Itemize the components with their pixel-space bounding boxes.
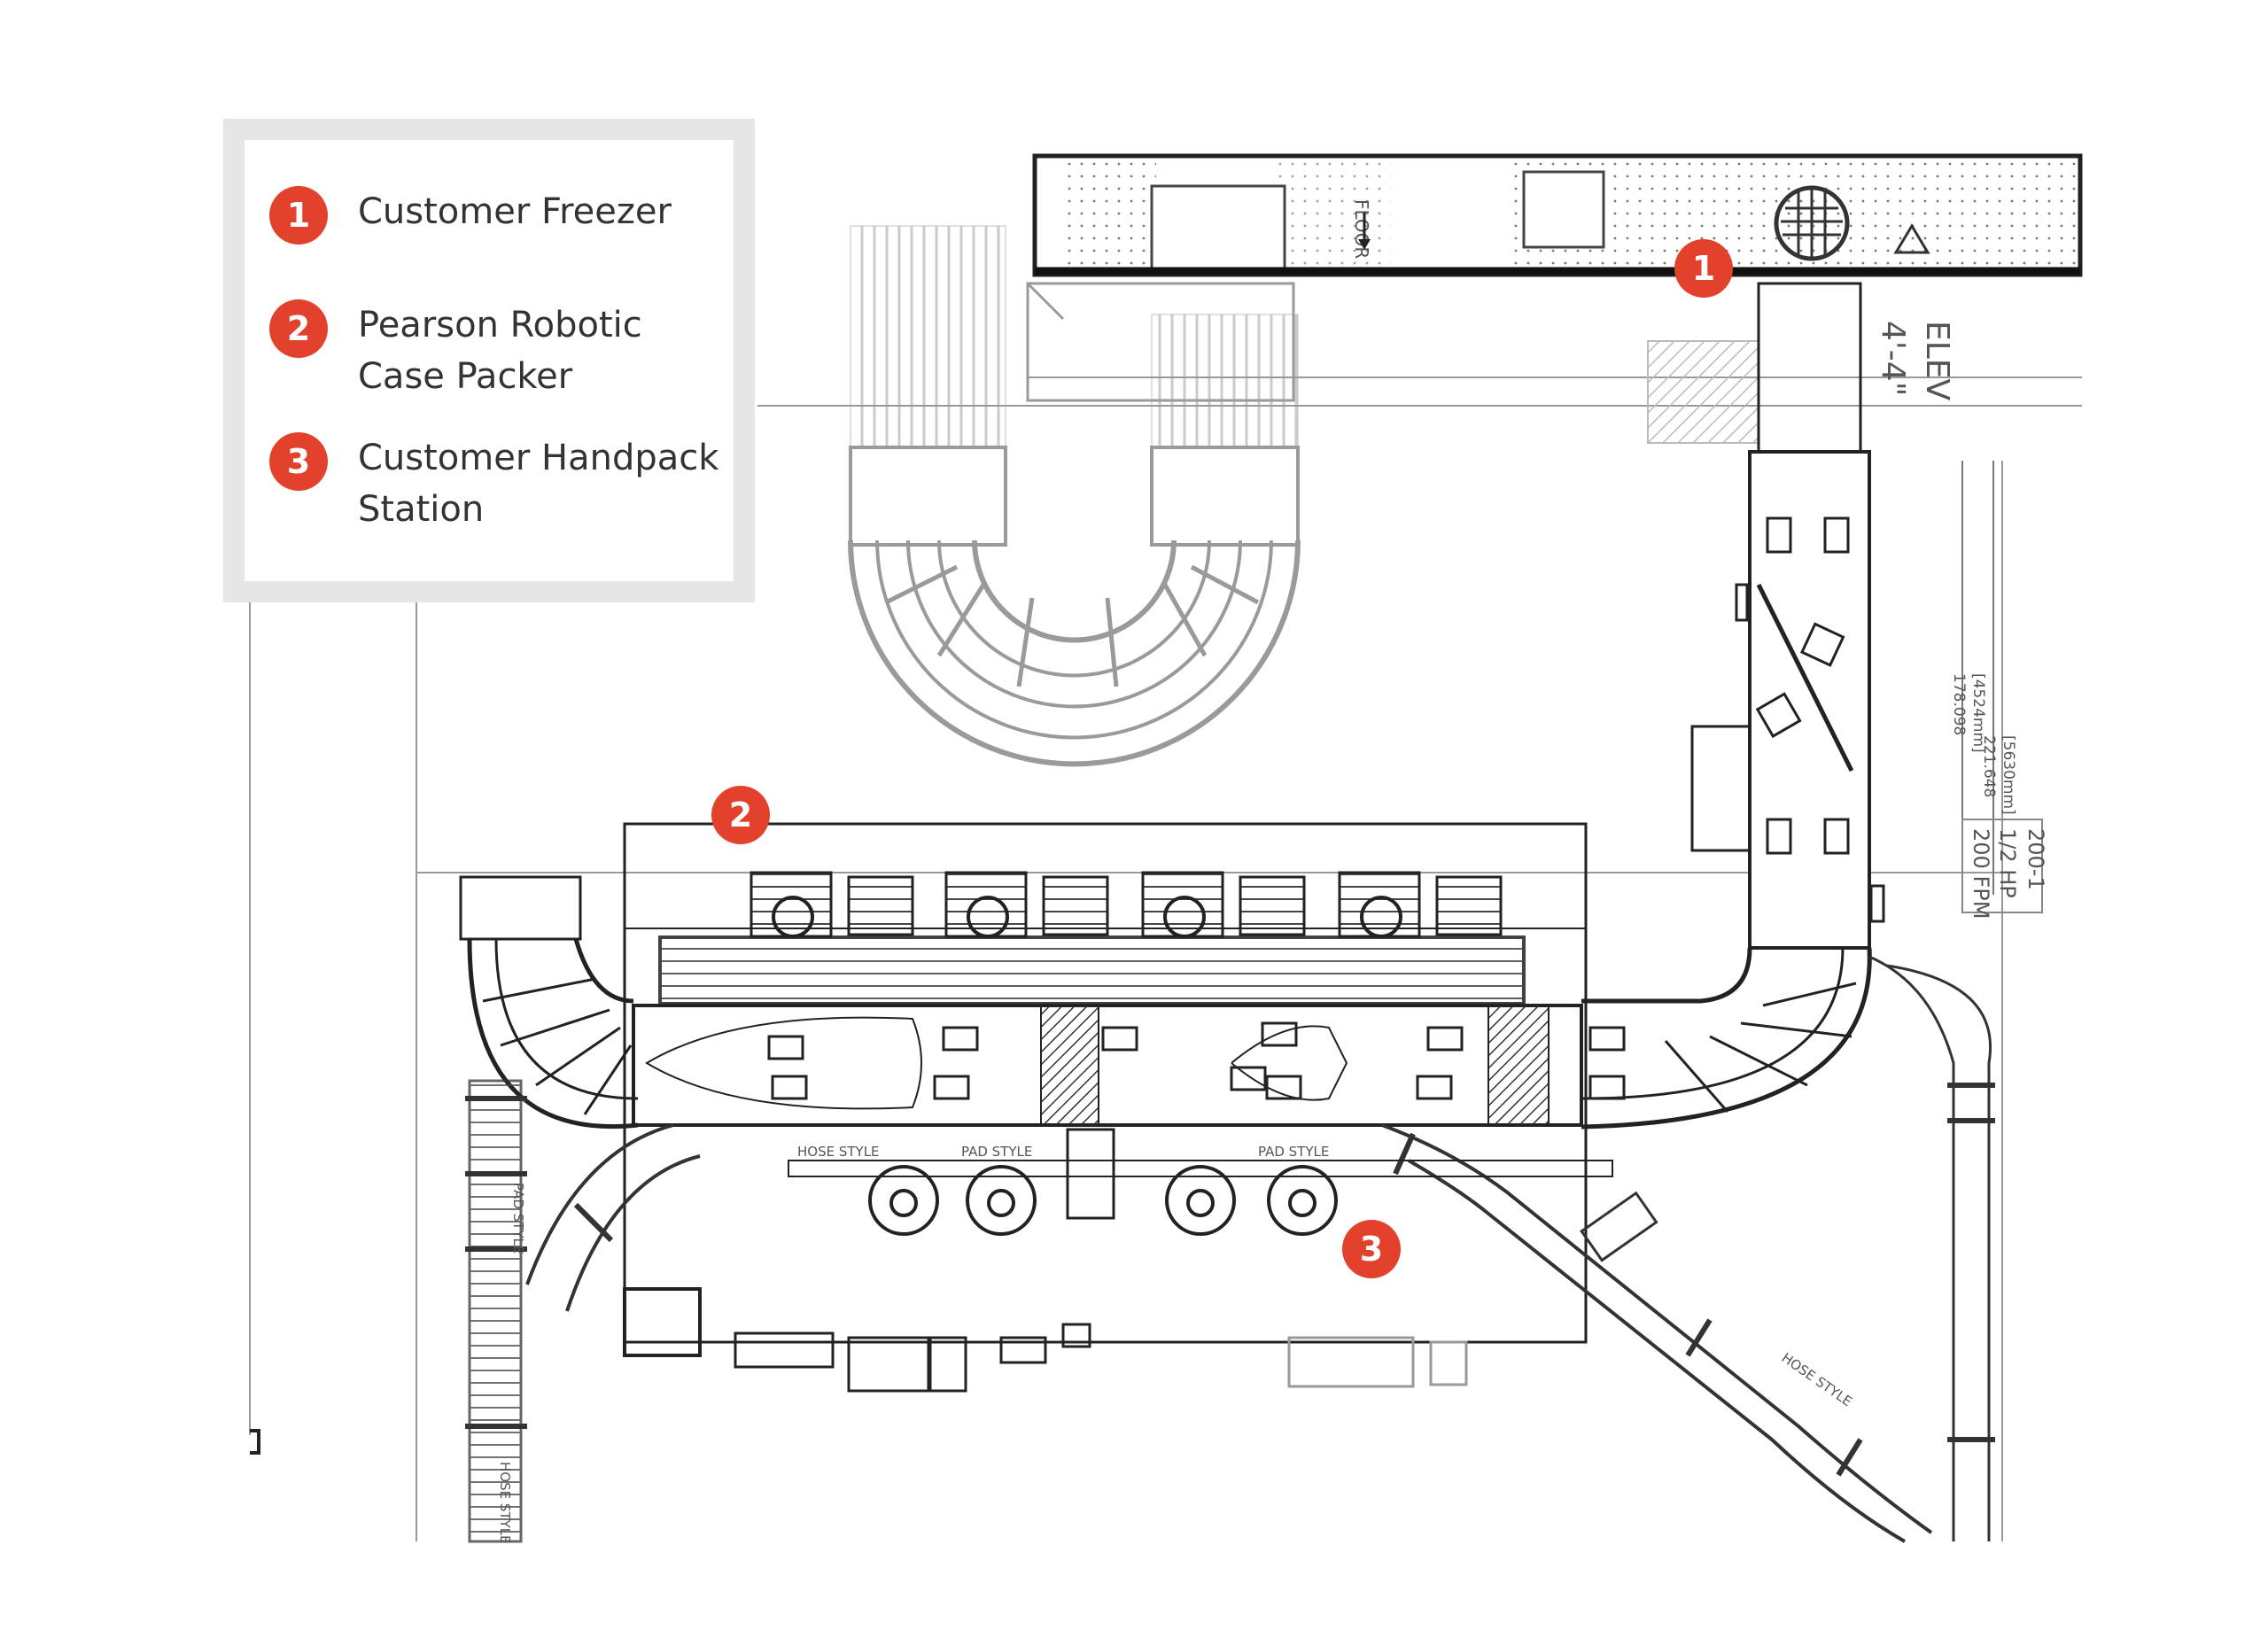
bottom-equipment [623, 1287, 1468, 1393]
customer-freezer: FLOOR [1032, 153, 2083, 277]
pad-style-label-4: PAD STYLE [510, 1183, 526, 1254]
callout-freezer: 1 [1674, 239, 1733, 298]
legend-label-handpack: Customer Handpack Station [358, 438, 719, 530]
dim-label-1b: 178.098 [1950, 673, 1968, 735]
conveyor-tag-box [1961, 819, 2043, 913]
legend-badge-3: 3 [269, 432, 328, 491]
dim-label-1: [4524mm] [1969, 673, 1987, 753]
hose-style-label-2: HOSE STYLE [497, 1462, 513, 1544]
dim-label-2: [5630mm] [2000, 735, 2017, 815]
pad-style-label-2: PAD STYLE [961, 1144, 1032, 1160]
callout-case-packer: 2 [711, 786, 770, 844]
speed-label: 200 FPM [1969, 828, 1993, 919]
conveyor-id: 200-1 [2023, 828, 2048, 890]
left-vertical-conveyor [465, 1079, 527, 1543]
elev-value: 4'-4" [1875, 321, 1911, 396]
handpack-stations [788, 1128, 1613, 1236]
floor-label: FLOOR [1351, 199, 1372, 259]
legend-label-freezer: Customer Freezer [358, 191, 672, 232]
legend-item-handpack: 3 Customer Handpack Station [269, 432, 730, 535]
main-loop-conveyor [467, 935, 1872, 1130]
incline-conveyor [1690, 282, 1994, 950]
callout-handpack: 3 [1342, 1220, 1401, 1278]
motor-label: 1/2 HP [1995, 828, 2020, 898]
faded-u-conveyor [848, 225, 1301, 767]
handpack-conveyors [525, 955, 1995, 1543]
legend: 1 Customer Freezer 2 Pearson Robotic Cas… [223, 119, 755, 602]
pad-style-label-3: PAD STYLE [1258, 1144, 1329, 1160]
legend-item-case-packer: 2 Pearson Robotic Case Packer [269, 299, 730, 402]
reference-lines [249, 377, 2082, 1541]
pad-style-label-1: HOSE STYLE [797, 1144, 880, 1160]
hose-style-label-3: HOSE STYLE [1779, 1350, 1855, 1410]
hatched-area [1647, 340, 1759, 444]
dim-label-2b: 221.648 [1980, 735, 1998, 797]
legend-badge-1: 1 [269, 186, 328, 245]
legend-label-case-packer: Pearson Robotic Case Packer [358, 305, 642, 397]
elev-label: ELEV [1919, 321, 1955, 401]
legend-badge-2: 2 [269, 299, 328, 358]
legend-item-freezer: 1 Customer Freezer [269, 186, 730, 245]
edge-marker [250, 1429, 260, 1455]
robot-cells [750, 871, 1503, 938]
